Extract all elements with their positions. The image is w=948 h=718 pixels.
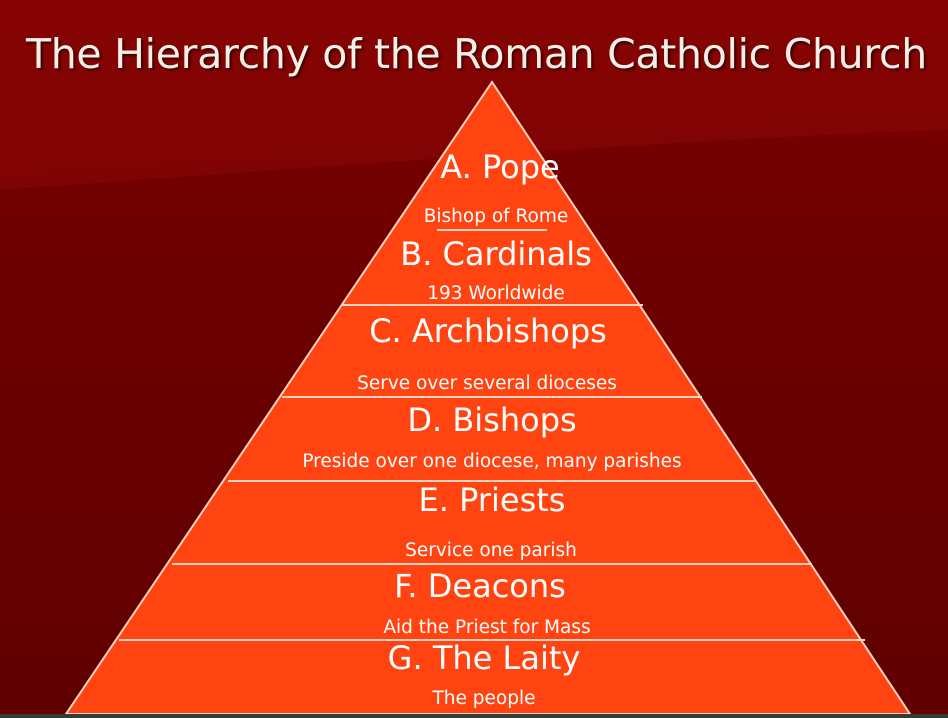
- level-priests-description: Service one parish: [405, 540, 577, 561]
- level-laity-description: The people: [432, 688, 536, 709]
- level-pope-description: Bishop of Rome: [424, 206, 569, 227]
- level-bishops-description: Preside over one diocese, many parishes: [302, 451, 681, 472]
- level-archbishops-label: C. Archbishops: [369, 312, 607, 350]
- slide-title: The Hierarchy of the Roman Catholic Chur…: [26, 30, 927, 78]
- level-pope-label: A. Pope: [440, 148, 559, 186]
- level-priests-label: E. Priests: [419, 481, 566, 519]
- level-bishops-label: D. Bishops: [407, 401, 576, 439]
- level-archbishops-description: Serve over several dioceses: [357, 373, 617, 394]
- bottom-edge: [0, 714, 948, 718]
- level-deacons-label: F. Deacons: [394, 567, 566, 605]
- level-cardinals-label: B. Cardinals: [400, 235, 592, 273]
- level-laity-label: G. The Laity: [388, 639, 581, 677]
- level-cardinals-description: 193 Worldwide: [427, 283, 565, 304]
- level-deacons-description: Aid the Priest for Mass: [383, 617, 590, 638]
